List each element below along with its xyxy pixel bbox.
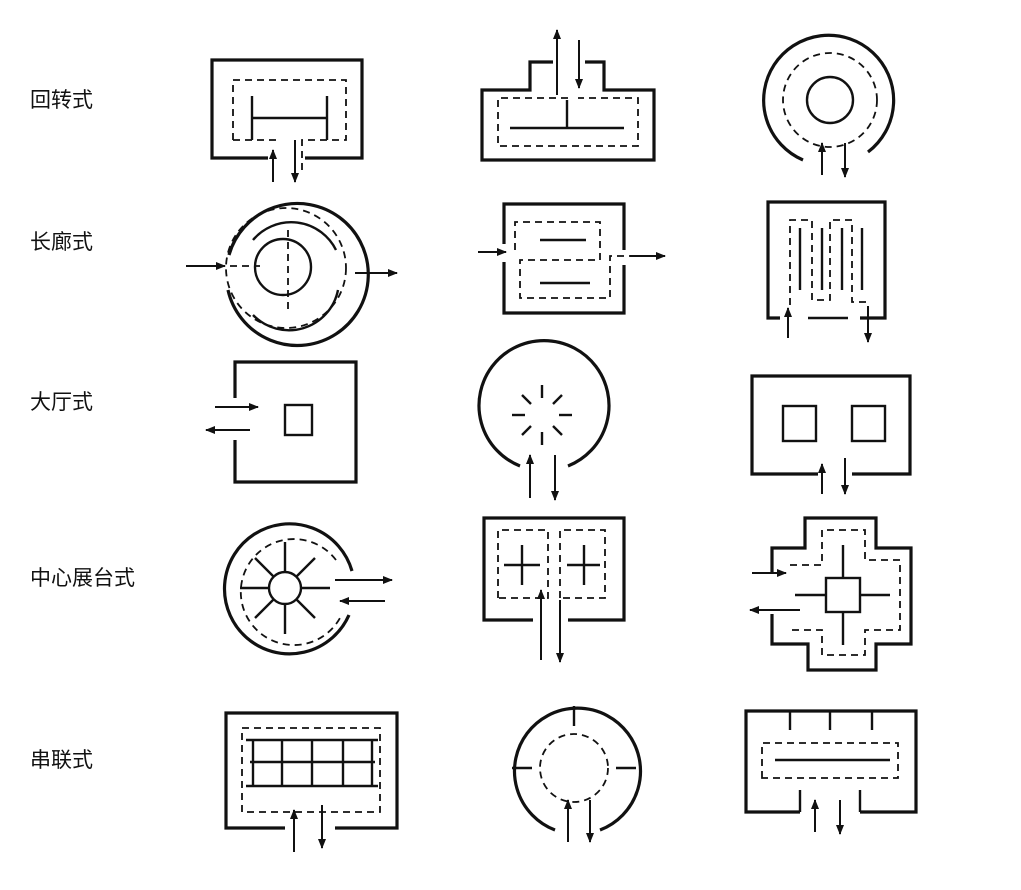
- plan-hall-rect-two-stands: [750, 374, 912, 495]
- row-label-central-stand: 中心展台式: [30, 566, 135, 590]
- plan-serial-ring: [512, 706, 643, 843]
- row-label-corridor: 长廊式: [30, 230, 93, 254]
- plan-rotary-t-shape: [480, 29, 656, 162]
- row-label-rotary: 回转式: [30, 88, 93, 112]
- plan-serial-rect-bar: [744, 709, 918, 835]
- plan-corridor-zigzag: [766, 200, 887, 343]
- plan-serial-rect: [224, 711, 399, 852]
- plan-rotary-ring: [762, 33, 896, 178]
- plan-central-rect-two-stands: [482, 516, 626, 663]
- plan-corridor-rect: [478, 202, 666, 315]
- plan-hall-circle: [477, 338, 611, 501]
- plan-central-ring: [222, 522, 393, 656]
- plan-central-cross: [749, 516, 913, 672]
- plan-corridor-ring: [186, 201, 398, 348]
- plan-rotary-rect: [210, 58, 364, 183]
- row-label-hall: 大厅式: [30, 390, 93, 414]
- plan-hall-square: [205, 360, 358, 484]
- row-label-serial: 串联式: [30, 748, 93, 772]
